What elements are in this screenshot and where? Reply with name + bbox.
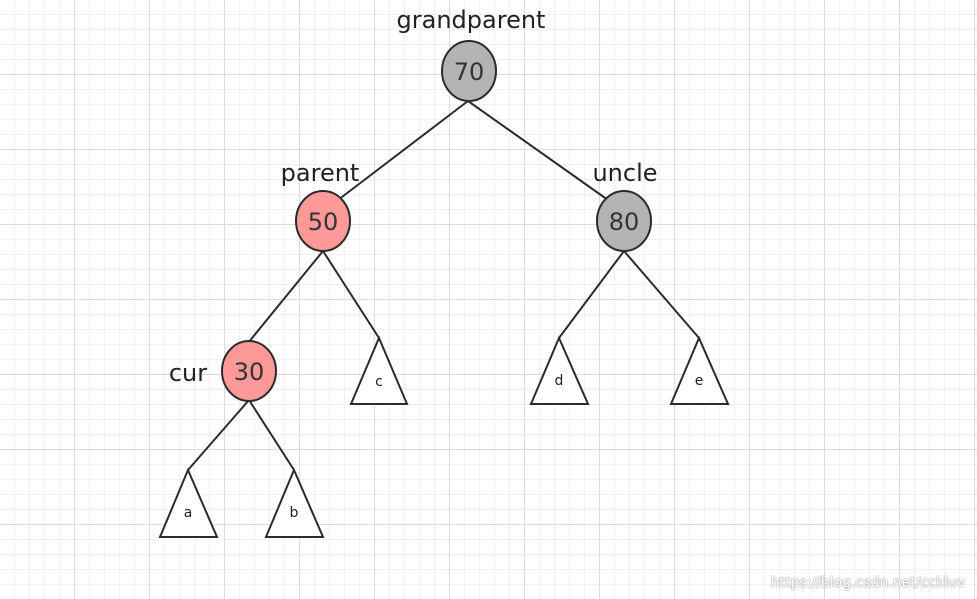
edge-parent-cur <box>247 250 324 344</box>
node-value: 30 <box>234 358 265 386</box>
node-label-grandparent: grandparent <box>397 6 546 34</box>
tree-edges <box>187 100 700 471</box>
edge-cur-a <box>187 399 250 471</box>
watermark-text: https://blog.csdn.net/cckluv <box>770 575 965 591</box>
edge-uncle-e <box>623 250 700 339</box>
node-circle <box>295 190 351 252</box>
node-label-parent: parent <box>281 159 360 187</box>
node-circle <box>441 40 497 102</box>
edge-cur-b <box>248 399 295 471</box>
edge-parent-c <box>322 250 380 339</box>
node-label-uncle: uncle <box>592 159 657 187</box>
subtree-triangle <box>529 335 590 405</box>
node-circle <box>596 190 652 252</box>
subtree-triangle <box>158 467 219 538</box>
edge-uncle-d <box>558 250 625 339</box>
subtree-label-c: c <box>375 374 383 390</box>
subtree-c: c <box>349 335 409 405</box>
subtree-label-d: d <box>555 373 564 389</box>
subtree-a: a <box>158 467 219 538</box>
subtree-label-a: a <box>184 505 193 521</box>
node-circle <box>221 340 277 402</box>
subtree-label-e: e <box>695 373 704 389</box>
subtree-triangle <box>264 467 325 538</box>
edge-grandparent-uncle <box>467 100 609 201</box>
node-value: 50 <box>308 208 339 236</box>
subtree-triangle <box>349 335 409 405</box>
node-value: 80 <box>609 208 640 236</box>
subtree-triangle <box>669 335 730 405</box>
node-grandparent: 70 grandparent <box>397 6 546 102</box>
node-cur: 30 cur <box>169 340 277 402</box>
node-parent: 50 parent <box>281 159 360 252</box>
node-value: 70 <box>454 58 485 86</box>
subtree-e: e <box>669 335 730 405</box>
node-uncle: 80 uncle <box>592 159 658 252</box>
node-label-cur: cur <box>169 359 207 387</box>
edge-grandparent-parent <box>337 100 469 201</box>
subtree-label-b: b <box>290 505 299 521</box>
subtree-d: d <box>529 335 590 405</box>
subtree-b: b <box>264 467 325 538</box>
